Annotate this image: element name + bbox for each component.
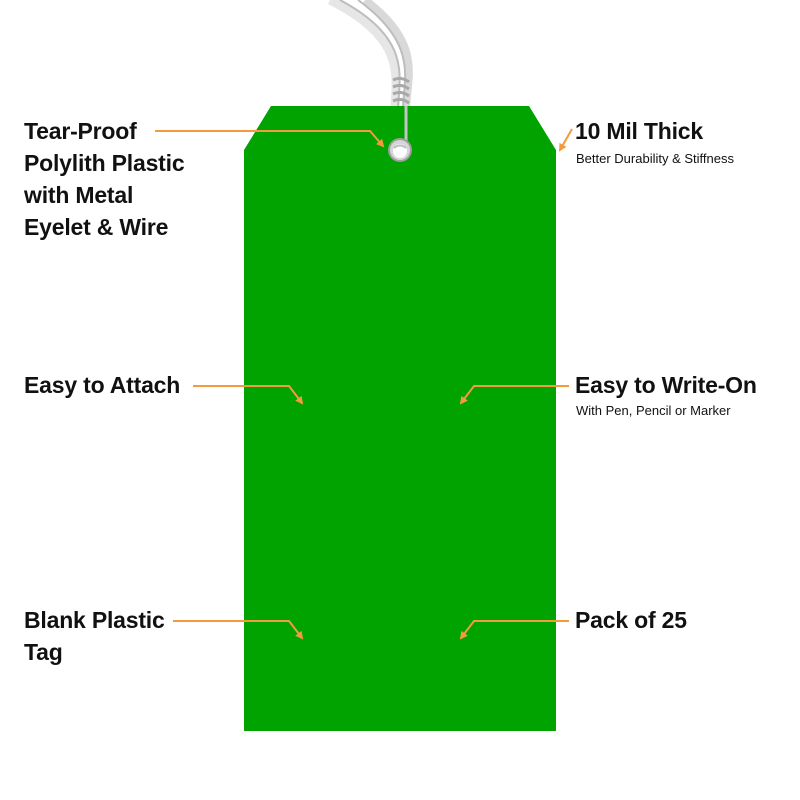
arrow-middle-left — [193, 385, 304, 405]
wire-icon — [327, 0, 413, 111]
callout-title: Easy to Write-On — [575, 372, 757, 398]
callout-line: with Metal — [24, 182, 134, 208]
arrow-middle-right — [459, 385, 569, 405]
callout-arrows — [155, 128, 573, 640]
callout-line: Tag — [24, 639, 63, 665]
callout-title: Easy to Attach — [24, 372, 181, 398]
callout-line: Tear-Proof — [24, 118, 137, 144]
callout-line: Eyelet & Wire — [24, 214, 169, 240]
tag-body — [244, 106, 556, 731]
arrow-top-right — [559, 128, 573, 152]
arrow-bottom-right — [459, 620, 569, 640]
callout-title: 10 Mil Thick — [575, 118, 703, 144]
callout-subtitle: With Pen, Pencil or Marker — [576, 403, 731, 418]
callout-subtitle: Better Durability & Stiffness — [576, 151, 734, 166]
callout-line: Polylith Plastic — [24, 150, 185, 176]
callout-title: Pack of 25 — [575, 607, 687, 633]
arrow-bottom-left — [173, 620, 304, 640]
callout-line: Blank Plastic — [24, 607, 165, 633]
eyelet-icon — [388, 138, 412, 162]
arrow-top-left — [155, 130, 385, 148]
